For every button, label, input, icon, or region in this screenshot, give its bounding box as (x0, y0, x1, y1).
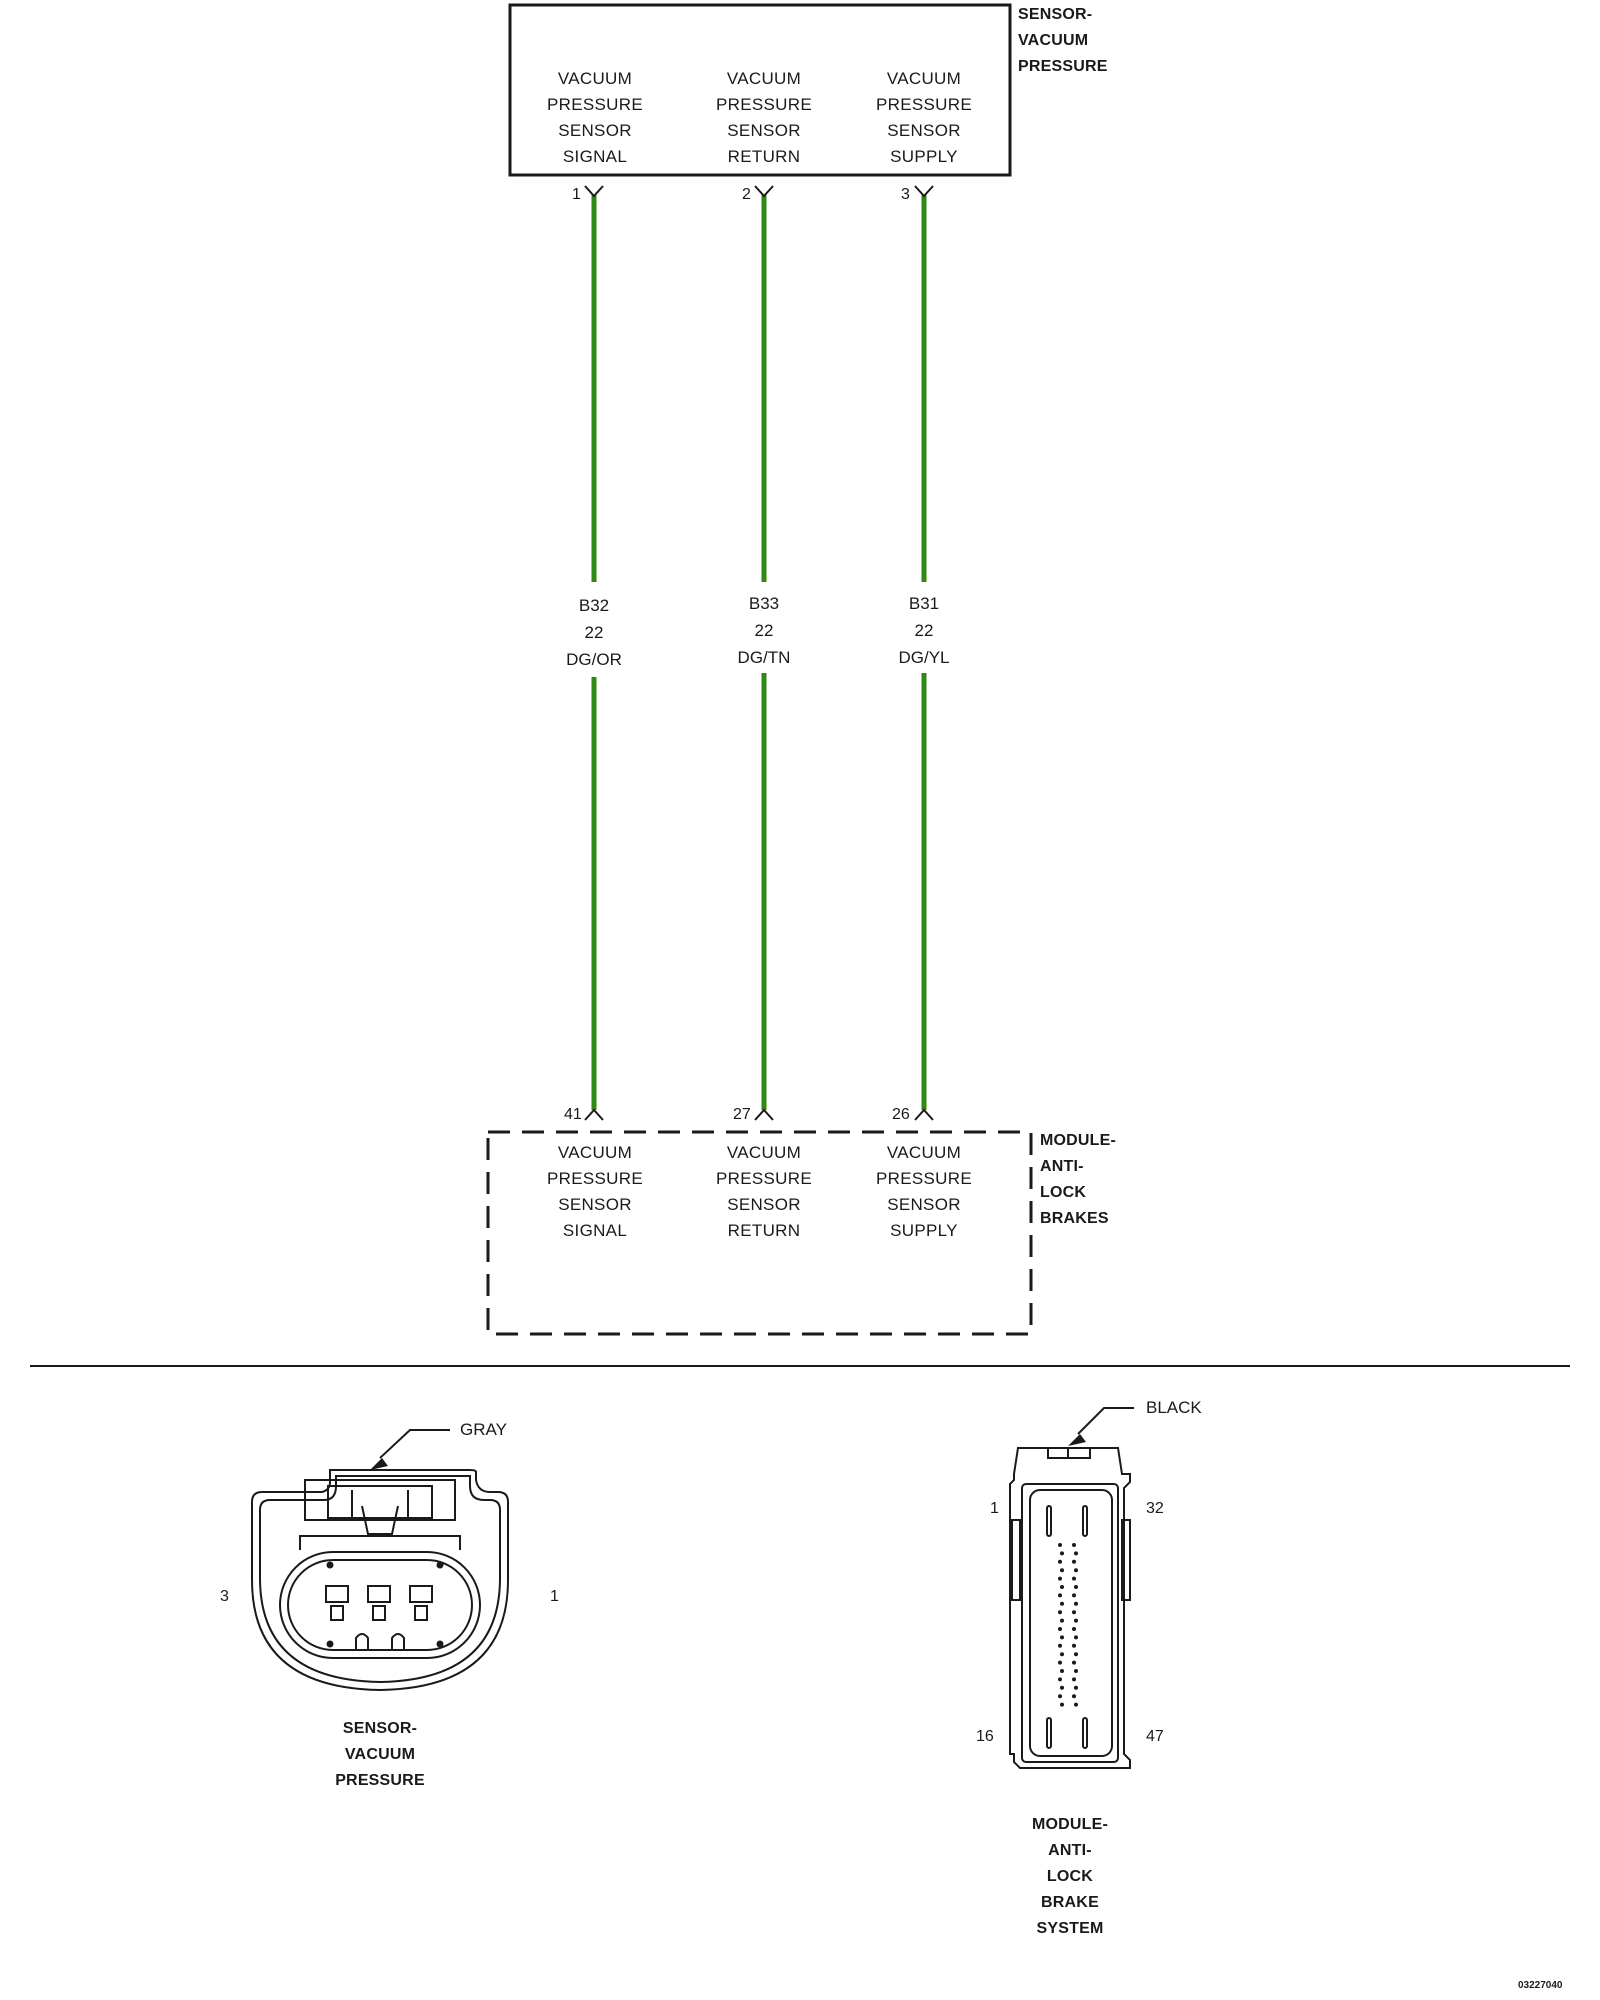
sensor-connector-pin-1: 1 (550, 1588, 559, 1605)
pin-cavity (1072, 1559, 1076, 1564)
sensor-connector-name: SENSOR- VACUUM PRESSURE (335, 1720, 425, 1789)
pin-cavity (1074, 1601, 1078, 1606)
terminal-symbol (914, 1108, 934, 1121)
sensor-pin-3-label: VACUUM PRESSURE SENSOR SUPPLY (876, 69, 972, 166)
pin-cavity (1060, 1585, 1064, 1589)
pin-cavity (1058, 1593, 1062, 1598)
black-leader-arrow (1068, 1434, 1086, 1446)
pin-cavity (1072, 1643, 1076, 1648)
module-component-name: MODULE- ANTI- LOCK BRAKES (1040, 1132, 1117, 1227)
module-pin-41-label: VACUUM PRESSURE SENSOR SIGNAL (547, 1143, 643, 1240)
sensor-box (508, 3, 1012, 177)
pin-cavity (1058, 1660, 1062, 1665)
pin-cavity (1058, 1627, 1062, 1631)
black-color-label: BLACK (1146, 1398, 1202, 1417)
terminal-symbol (754, 185, 774, 198)
module-pin-number-26: 26 (892, 1106, 910, 1123)
gray-leader-line (379, 1429, 450, 1459)
module-connector-pin-1: 1 (990, 1500, 999, 1517)
sensor-pin-number-3: 3 (901, 186, 910, 203)
pin-cavity (1074, 1685, 1078, 1690)
pin-cavity (1074, 1618, 1078, 1623)
sensor-pin-number-2: 2 (742, 186, 751, 203)
wire-b31-label: B31 22 DG/YL (898, 594, 950, 667)
module-connector-name: MODULE- ANTI- LOCK BRAKE SYSTEM (1031, 1816, 1109, 1937)
module-pin-number-27: 27 (733, 1106, 751, 1123)
gray-color-label: GRAY (460, 1420, 507, 1439)
module-connector-pins (1058, 1543, 1078, 1707)
pin-cavity (1072, 1576, 1076, 1581)
pin-cavity (1074, 1568, 1078, 1573)
pin-cavity (1060, 1685, 1064, 1690)
pin-cavity (1058, 1610, 1062, 1615)
pin-cavity (1060, 1635, 1064, 1640)
pin-cavity (1072, 1660, 1076, 1665)
pin-cavity (1058, 1559, 1062, 1564)
pin-cavity (1060, 1669, 1064, 1673)
terminal-symbol (584, 185, 604, 198)
sensor-pin-2-label: VACUUM PRESSURE SENSOR RETURN (716, 69, 812, 166)
pin-cavity (1072, 1627, 1076, 1631)
pin-cavity (1060, 1652, 1064, 1657)
pin-cavity (1072, 1543, 1076, 1547)
gray-leader-arrow (370, 1458, 388, 1470)
pin-cavity (1074, 1551, 1078, 1556)
pin-cavity (1072, 1593, 1076, 1598)
sensor-pin-number-1: 1 (572, 186, 581, 203)
pin-cavity (1058, 1677, 1062, 1682)
wire-b33-label: B33 22 DG/TN (737, 594, 791, 667)
module-pin-26-label: VACUUM PRESSURE SENSOR SUPPLY (876, 1143, 972, 1240)
pin-cavity (1074, 1585, 1078, 1589)
pin-cavity (1060, 1551, 1064, 1556)
pin-cavity (1074, 1702, 1078, 1707)
pin-cavity (1074, 1669, 1078, 1673)
pin-cavity (1060, 1601, 1064, 1606)
wire-b32-label: B32 22 DG/OR (566, 596, 622, 669)
black-leader-line (1077, 1407, 1134, 1435)
pin-cavity (1074, 1652, 1078, 1657)
pin-cavity (1072, 1694, 1076, 1699)
sensor-component-name: SENSOR- VACUUM PRESSURE (1018, 6, 1108, 75)
pin-cavity (1058, 1576, 1062, 1581)
terminal-symbol (584, 1108, 604, 1121)
module-connector-pin-32: 32 (1146, 1500, 1164, 1517)
pin-cavity (1060, 1618, 1064, 1623)
figure-id: 03227040 (1518, 1980, 1563, 1991)
pin-cavity (1058, 1543, 1062, 1547)
pin-cavity (1060, 1568, 1064, 1573)
pin-cavity (1058, 1643, 1062, 1648)
pin-cavity (1072, 1677, 1076, 1682)
pin-cavity (1060, 1702, 1064, 1707)
sensor-connector-drawing (251, 1469, 509, 1692)
terminal-symbol (754, 1108, 774, 1121)
sensor-pin-1-label: VACUUM PRESSURE SENSOR SIGNAL (547, 69, 643, 166)
pin-cavity (1072, 1610, 1076, 1615)
module-pin-27-label: VACUUM PRESSURE SENSOR RETURN (716, 1143, 812, 1240)
sensor-connector-pin-3: 3 (220, 1588, 229, 1605)
module-connector-drawing (1009, 1447, 1131, 1769)
pin-cavity (1058, 1694, 1062, 1699)
pin-cavity (1074, 1635, 1078, 1640)
terminal-symbol (914, 185, 934, 198)
module-connector-pin-16: 16 (976, 1728, 994, 1745)
module-pin-number-41: 41 (564, 1106, 582, 1123)
module-connector-pin-47: 47 (1146, 1728, 1164, 1745)
